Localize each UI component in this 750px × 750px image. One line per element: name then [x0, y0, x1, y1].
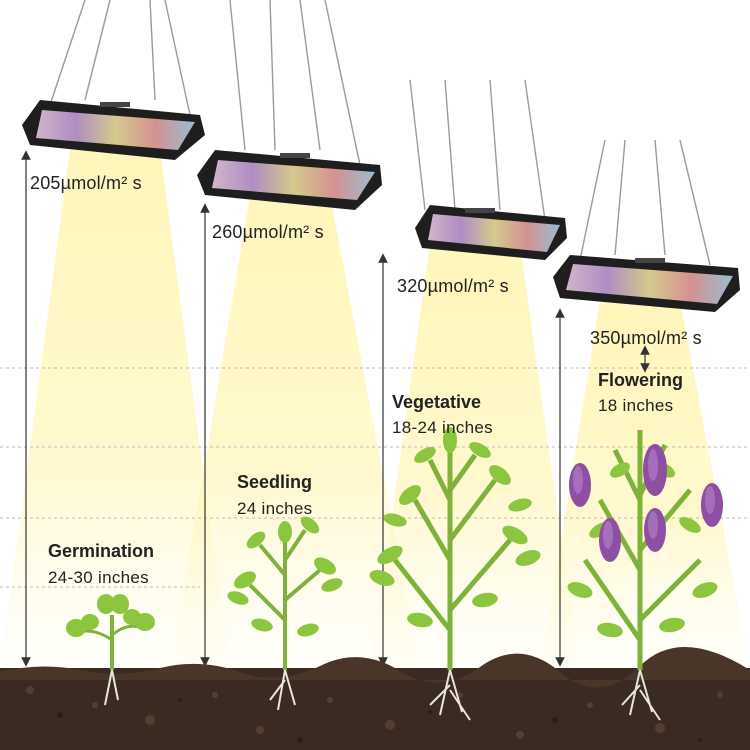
stage-distance-vegetative: 18-24 inches	[392, 418, 493, 437]
stage-name-flowering: Flowering	[598, 370, 683, 390]
stage-distance-seedling: 24 inches	[237, 499, 313, 518]
plant-germination	[66, 594, 155, 706]
stage-distance-flowering: 18 inches	[598, 396, 674, 415]
plant-vegetative	[369, 427, 541, 721]
hanging-cables	[49, 0, 711, 266]
plant-seedling	[227, 516, 343, 711]
grow-light-4	[553, 255, 740, 312]
stage-name-seedling: Seedling	[237, 472, 313, 492]
soil	[0, 646, 750, 750]
plants	[66, 427, 723, 721]
stage-name-vegetative: Vegetative	[392, 392, 482, 412]
light-beam-1	[0, 150, 230, 670]
height-guide-lines	[0, 367, 750, 588]
stage-name-germination: Germination	[48, 541, 155, 561]
grow-light-3	[415, 205, 567, 260]
distance-arrows	[21, 150, 650, 667]
ppfd-label-germination: 205µmol/m² s	[30, 173, 142, 193]
stage-distance-germination: 24-30 inches	[48, 568, 149, 587]
plant-flowering	[567, 430, 723, 721]
ppfd-label-seedling: 260µmol/m² s	[212, 222, 324, 242]
ppfd-label-flowering: 350µmol/m² s	[590, 328, 702, 348]
grow-light-1	[22, 100, 205, 160]
grow-light-2	[197, 150, 382, 210]
ppfd-label-vegetative: 320µmol/m² s	[397, 276, 509, 296]
grow-light-fixtures	[22, 100, 740, 312]
light-beam-2	[170, 195, 420, 670]
